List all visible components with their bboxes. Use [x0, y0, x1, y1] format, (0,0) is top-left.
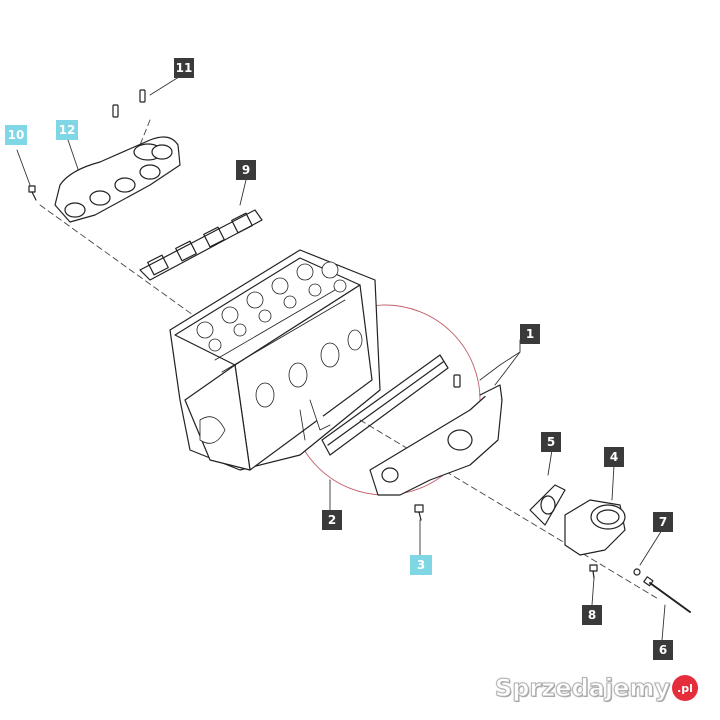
callout-2: 2	[322, 510, 342, 530]
callout-9: 9	[236, 160, 256, 180]
dowel-pins	[112, 89, 146, 118]
upper-exhaust-manifold	[54, 136, 181, 223]
callout-12: 12	[56, 120, 78, 140]
stud	[453, 374, 461, 388]
callout-3: 3	[410, 555, 432, 575]
engine-block	[169, 249, 381, 471]
bolt-8	[589, 564, 598, 579]
o-ring	[633, 568, 641, 576]
exhaust-elbow	[564, 499, 626, 556]
callout-8: 8	[582, 605, 602, 625]
lower-manifold-gasket	[321, 354, 449, 456]
bolt-10	[28, 185, 37, 201]
callout-5: 5	[541, 432, 561, 452]
upper-manifold-gasket	[139, 209, 263, 281]
callout-6: 6	[653, 640, 673, 660]
bolt-3	[414, 504, 424, 521]
callout-4: 4	[604, 447, 624, 467]
callout-1: 1	[520, 324, 540, 344]
lower-exhaust-manifold	[369, 384, 503, 496]
callout-11: 11	[174, 58, 194, 78]
watermark-text: Sprzedajemy	[494, 674, 670, 703]
watermark-badge: .pl	[672, 675, 698, 701]
flange-gasket	[529, 484, 566, 526]
leader-lines	[16, 74, 666, 641]
callout-10: 10	[5, 125, 27, 145]
watermark: Sprzedajemy .pl	[494, 674, 698, 703]
long-bolt	[643, 576, 691, 613]
callout-7: 7	[653, 512, 673, 532]
